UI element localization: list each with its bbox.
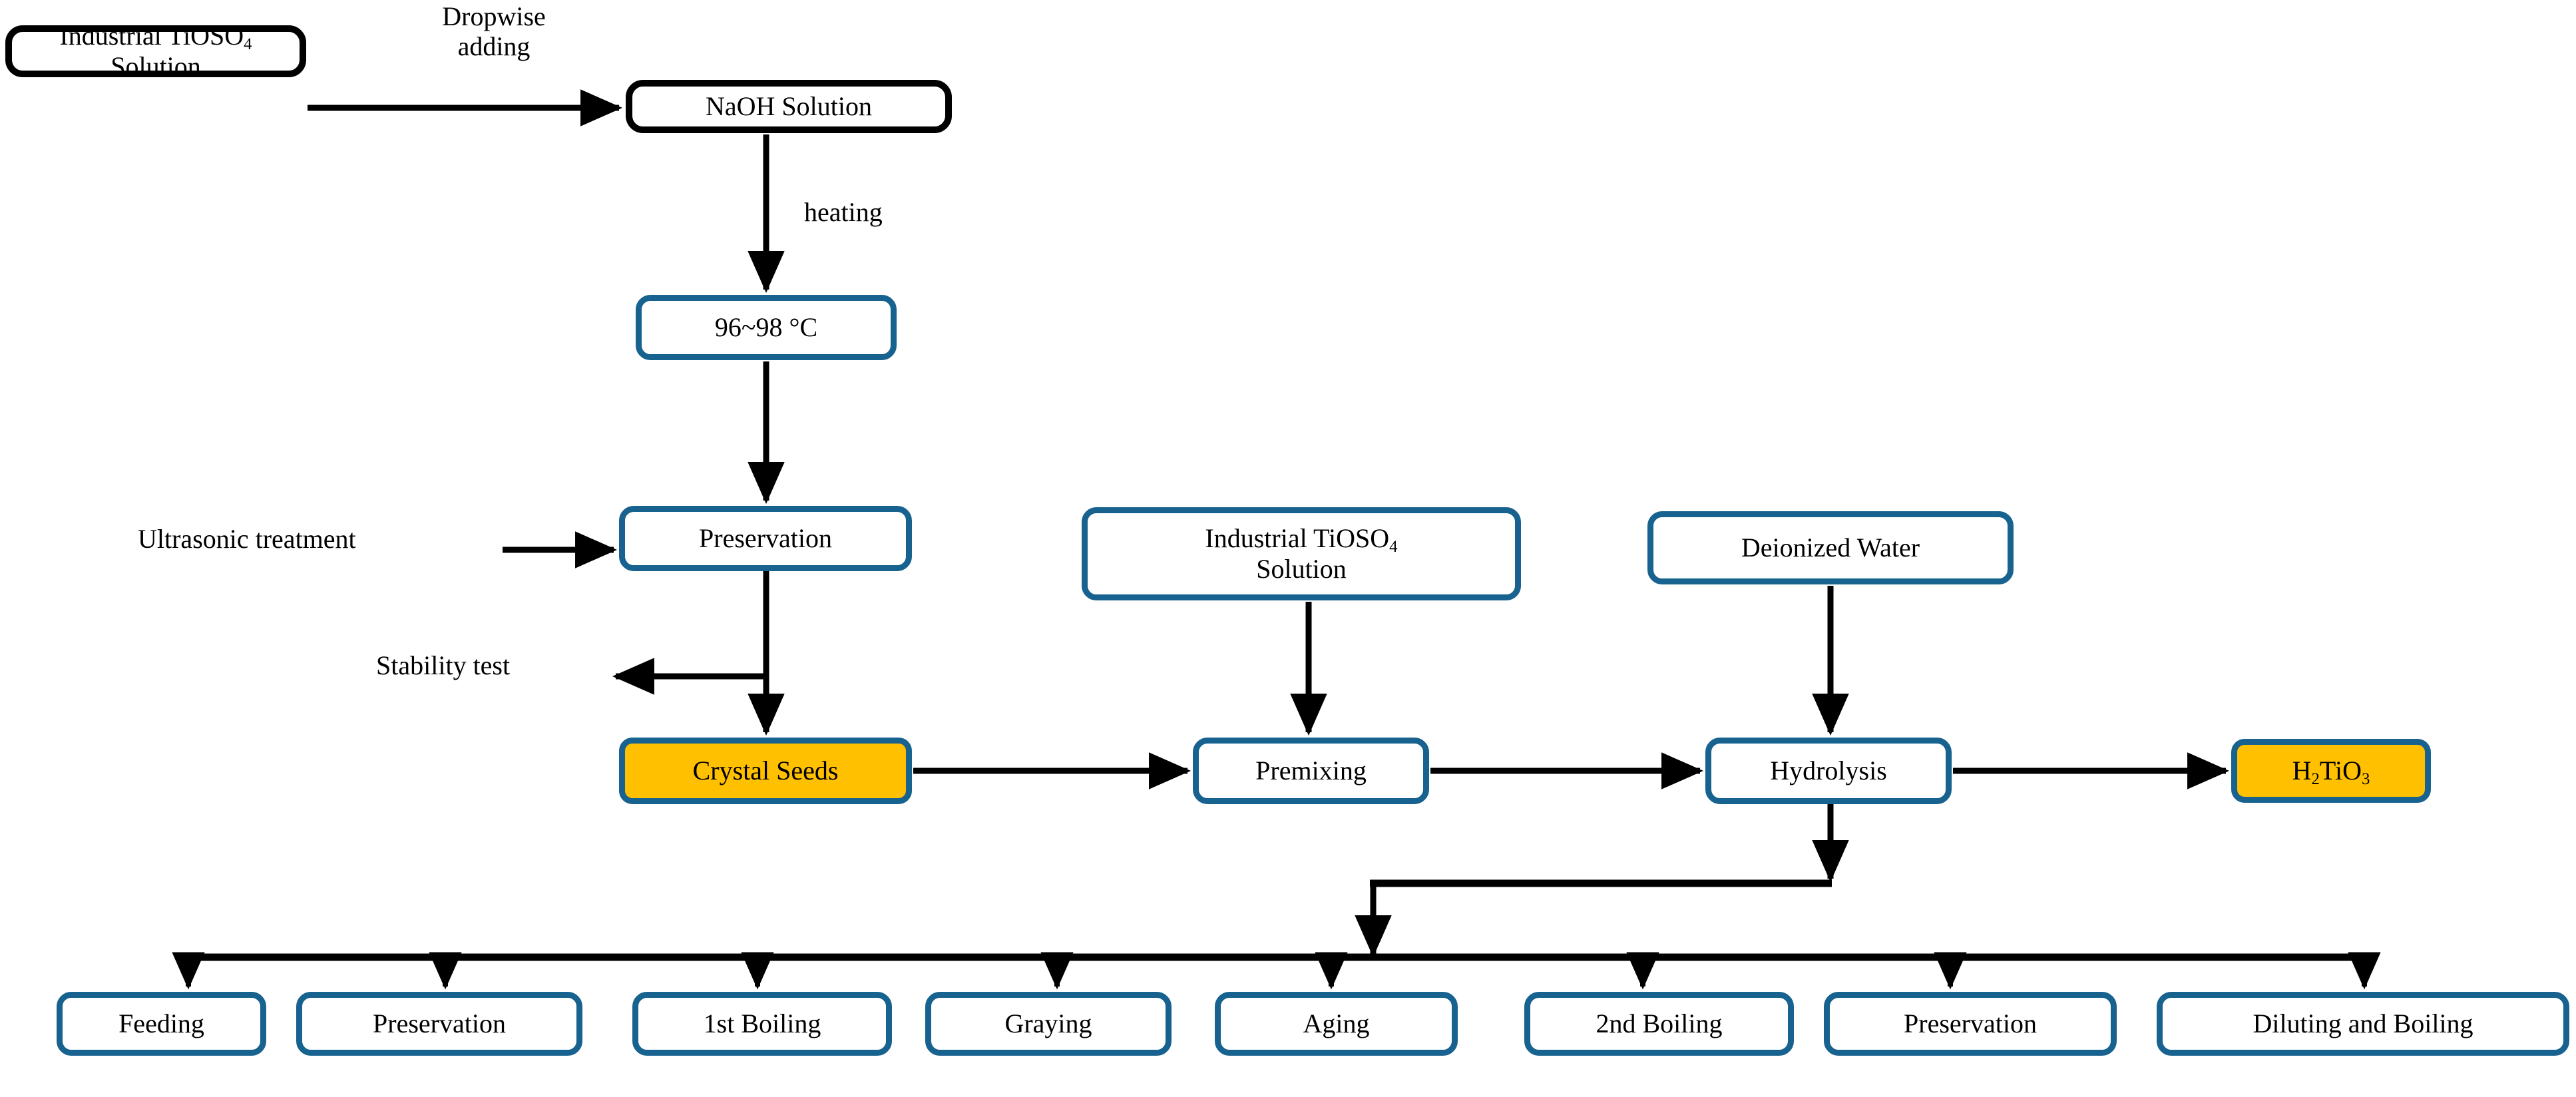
node-label: Preservation bbox=[699, 523, 832, 553]
node-premixing[interactable]: Premixing bbox=[1193, 738, 1429, 804]
node-h2tio3[interactable]: H2TiO3 bbox=[2231, 739, 2431, 803]
node-temperature-range[interactable]: 96~98 °C bbox=[636, 295, 897, 360]
node-crystal-seeds[interactable]: Crystal Seeds bbox=[619, 738, 912, 804]
node-preservation-bottom-1[interactable]: Preservation bbox=[296, 992, 582, 1056]
node-diluting-and-boiling[interactable]: Diluting and Boiling bbox=[2157, 992, 2569, 1056]
node-second-boiling[interactable]: 2nd Boiling bbox=[1524, 992, 1794, 1056]
node-label: NaOH Solution bbox=[706, 91, 872, 121]
node-label: Preservation bbox=[1904, 1008, 2037, 1038]
node-graying[interactable]: Graying bbox=[925, 992, 1172, 1056]
node-label: H2TiO3 bbox=[2292, 756, 2370, 789]
node-label: 2nd Boiling bbox=[1596, 1008, 1723, 1038]
node-preservation-bottom-2[interactable]: Preservation bbox=[1824, 992, 2117, 1056]
node-label: Premixing bbox=[1255, 756, 1367, 785]
node-label: 96~98 °C bbox=[714, 312, 818, 342]
edge-label-heating: heating bbox=[804, 197, 883, 227]
node-hydrolysis[interactable]: Hydrolysis bbox=[1705, 738, 1952, 804]
node-first-boiling[interactable]: 1st Boiling bbox=[632, 992, 892, 1056]
node-label: Hydrolysis bbox=[1770, 756, 1887, 785]
node-label: Diluting and Boiling bbox=[2253, 1008, 2473, 1038]
node-label: Aging bbox=[1303, 1008, 1370, 1038]
edge-label-ultrasonic-treatment: Ultrasonic treatment bbox=[138, 524, 356, 554]
node-label: Graying bbox=[1004, 1008, 1092, 1038]
node-naoh-solution[interactable]: NaOH Solution bbox=[626, 80, 952, 133]
node-aging[interactable]: Aging bbox=[1215, 992, 1458, 1056]
node-feeding[interactable]: Feeding bbox=[57, 992, 266, 1056]
node-label: Preservation bbox=[373, 1008, 506, 1038]
edge-label-stability-test: Stability test bbox=[376, 650, 511, 680]
node-label: Feeding bbox=[118, 1008, 204, 1038]
node-label: Deionized Water bbox=[1741, 533, 1920, 562]
node-label: 1st Boiling bbox=[703, 1008, 821, 1038]
node-label: Crystal Seeds bbox=[692, 756, 839, 785]
node-preservation-top[interactable]: Preservation bbox=[619, 506, 912, 571]
node-deionized-water[interactable]: Deionized Water bbox=[1647, 511, 2014, 584]
